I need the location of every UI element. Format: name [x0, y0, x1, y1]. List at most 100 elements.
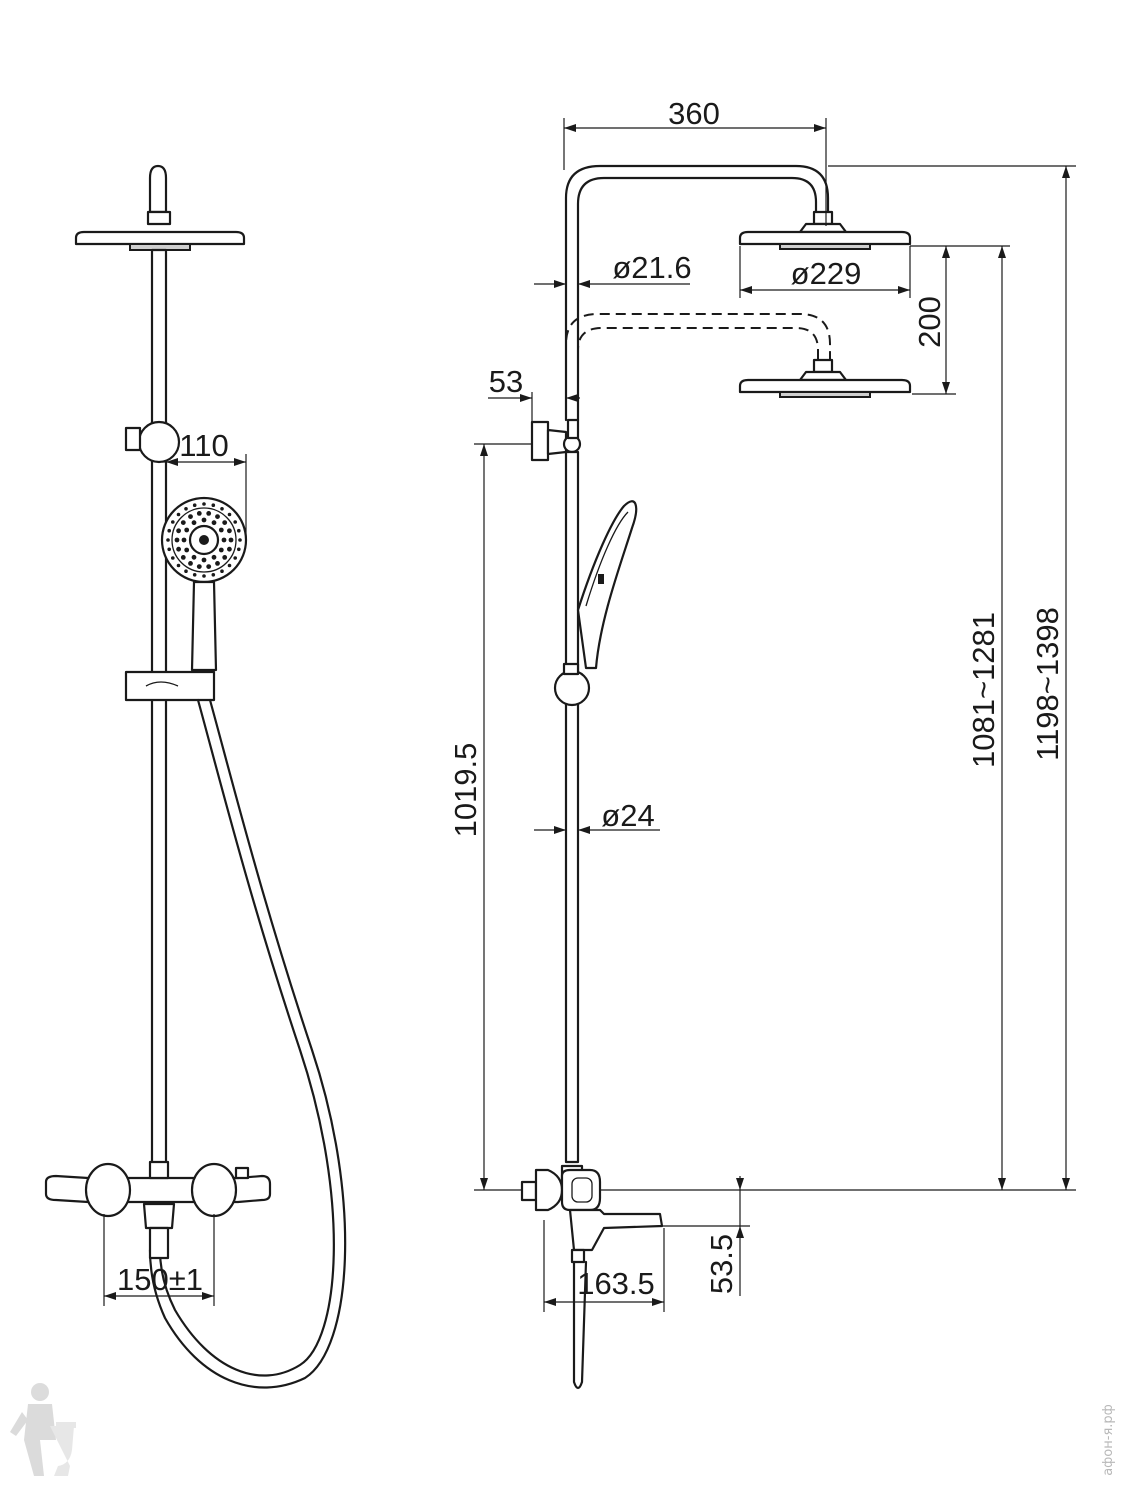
- nozzle-dot: [176, 528, 182, 534]
- head-shower-lower: [738, 378, 912, 394]
- dim-rod-diameter: ø24: [601, 798, 654, 833]
- slider-front: [124, 670, 216, 702]
- nozzle-dot: [211, 503, 216, 508]
- watermark-text: афон-я.рф: [1101, 1404, 1116, 1476]
- nozzle-dot: [201, 517, 207, 523]
- nozzle-dot: [202, 502, 206, 506]
- dim-head-height-range: 1081~1281: [966, 612, 1001, 768]
- nozzle-dot: [167, 528, 171, 533]
- arm-swivel: [812, 210, 834, 226]
- nozzle-dot: [196, 564, 202, 569]
- dim-height-adjust: 200: [912, 296, 947, 348]
- nozzle-dot: [191, 520, 197, 526]
- nozzle-dot: [211, 573, 216, 577]
- wall-bracket-front: [137, 420, 181, 464]
- nozzle-dot: [233, 520, 237, 524]
- nozzle-dot: [201, 557, 207, 563]
- dim-head-diameter: ø229: [791, 256, 862, 291]
- hose-inner: [148, 698, 347, 1389]
- head-shower-side: [738, 230, 912, 246]
- slider-knob-side: [553, 669, 591, 707]
- mixer-left-knob: [84, 1162, 132, 1218]
- nozzle-dot: [227, 563, 232, 568]
- rod-side: [564, 450, 580, 1164]
- nozzle-dot: [174, 537, 180, 543]
- nozzle-dot: [171, 556, 175, 560]
- dim-bracket-offset: 53: [489, 364, 523, 399]
- nozzle-dot: [188, 514, 193, 519]
- plumber-logo: [10, 1383, 76, 1476]
- nozzle-dot: [233, 556, 237, 560]
- arm-lower-outer: [565, 313, 831, 420]
- nozzle-dot: [222, 520, 228, 525]
- spout-nut-side: [570, 1248, 586, 1264]
- mixer-wall-nut: [520, 1180, 538, 1202]
- head-mount: [798, 222, 848, 234]
- nozzle-dot: [196, 511, 202, 516]
- nozzle-dot: [218, 547, 224, 553]
- nozzle-dot: [215, 561, 220, 566]
- nozzle-dot: [166, 538, 170, 542]
- side-view: [520, 164, 912, 1390]
- mixer-right-knob: [190, 1162, 238, 1218]
- head-shower-front: [74, 230, 246, 246]
- dim-spout-reach: 163.5: [577, 1266, 655, 1301]
- front-view: [44, 164, 347, 1389]
- nozzle-dot: [191, 554, 197, 560]
- head-nozzles-side: [779, 243, 871, 250]
- dim-arm-pipe-diameter: ø21.6: [612, 250, 691, 285]
- nozzle-dot: [222, 555, 228, 560]
- mixer-knob-side: [571, 1177, 593, 1203]
- bracket-knob-front: [124, 426, 142, 452]
- hose-outer: [158, 698, 335, 1377]
- nozzle-dot: [228, 537, 234, 543]
- dim-total-height-range: 1198~1398: [1030, 607, 1065, 761]
- hand-shower-side-edge: [585, 511, 629, 607]
- nozzle-dot: [218, 527, 224, 533]
- nozzle-dot: [180, 555, 186, 560]
- slider-groove: [145, 681, 179, 687]
- nozzle-dot: [188, 561, 193, 566]
- nozzle-dot: [206, 511, 212, 516]
- nozzle-dot: [227, 546, 232, 552]
- bracket-wall-plate: [530, 420, 550, 462]
- arm-inner: [576, 176, 818, 422]
- nozzle-dot: [220, 507, 224, 511]
- nozzle-dot: [167, 547, 171, 552]
- spout-side: [568, 1208, 664, 1252]
- nozzle-dot: [227, 512, 232, 517]
- nozzle-dot: [211, 554, 217, 560]
- nozzle-dot: [238, 538, 242, 542]
- nozzle-dot: [211, 520, 217, 526]
- nozzle-dot: [184, 569, 188, 573]
- nozzle-dot: [176, 563, 181, 568]
- arm-lower-inner: [577, 327, 819, 420]
- arm-cap: [148, 164, 168, 214]
- nozzle-dot: [184, 527, 190, 533]
- nozzle-dot: [176, 546, 182, 552]
- slider-clip-side: [562, 662, 580, 676]
- nozzle-dot: [171, 520, 175, 524]
- hand-shower-side-button: [598, 574, 604, 584]
- bracket-clamp: [566, 418, 580, 440]
- hand-shower-center-dot: [199, 535, 209, 545]
- spout-neck-front: [148, 1226, 170, 1260]
- nozzle-dot: [237, 528, 241, 533]
- nozzle-dot: [206, 564, 212, 569]
- head-swivel: [146, 210, 172, 226]
- nozzle-dot: [184, 547, 190, 553]
- dimension-labels: 360 ø21.6 ø229 200 53 110 1019.5 ø24 108…: [117, 96, 1065, 1301]
- head-lower-swivel: [812, 358, 834, 374]
- nozzle-dot: [237, 547, 241, 552]
- dimension-lines: [103, 118, 1076, 1312]
- nozzle-dot: [192, 503, 197, 508]
- mixer-button: [234, 1166, 250, 1180]
- nozzle-dot: [215, 514, 220, 519]
- dim-spout-drop: 53.5: [704, 1234, 739, 1294]
- hand-shower-side: [576, 500, 638, 670]
- nozzle-dot: [180, 520, 186, 525]
- nozzle-dot: [220, 569, 224, 573]
- hand-shower-ring: [171, 507, 237, 573]
- mixer-connector: [534, 1168, 564, 1212]
- hose-side: [572, 1260, 588, 1390]
